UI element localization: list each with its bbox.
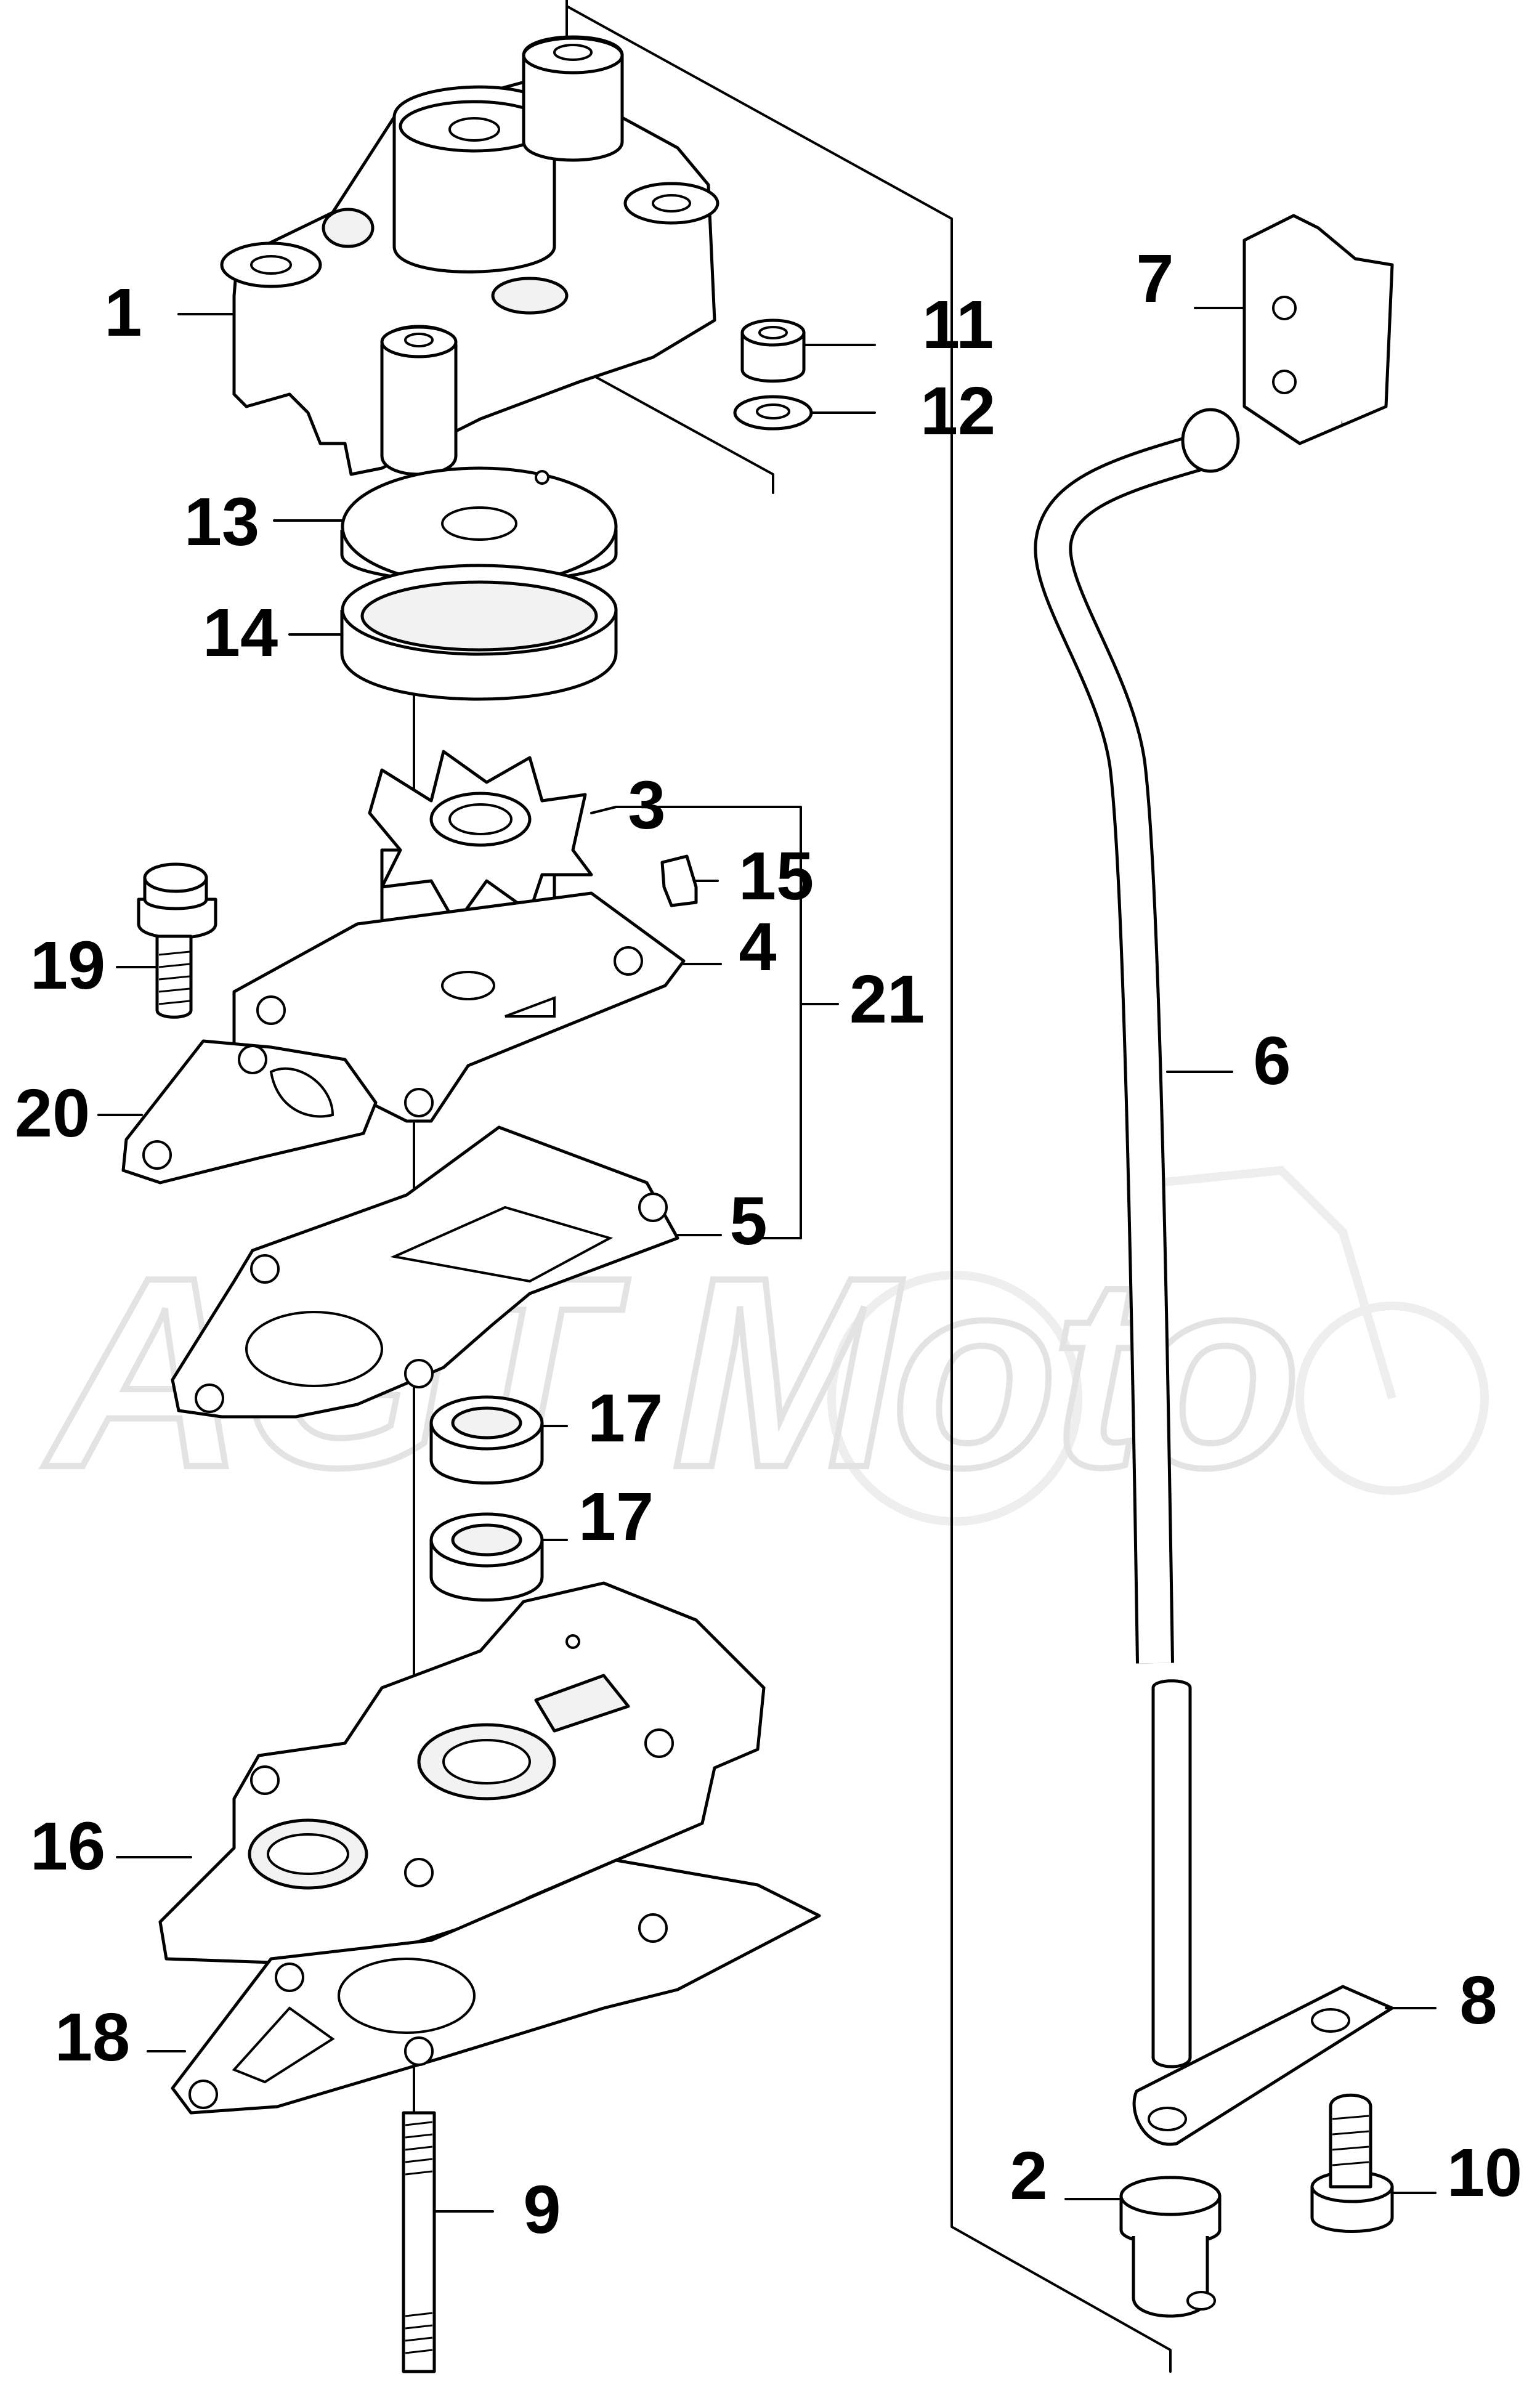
callout-17-upper: 17 [588,1380,663,1456]
part-12-washer [733,395,813,431]
callout-16: 16 [30,1809,105,1884]
callout-8: 8 [1459,1963,1497,2038]
callout-11: 11 [922,287,994,363]
callout-20: 20 [15,1076,90,1151]
part-17-seal-lower [429,1512,544,1602]
part-15-key [660,854,698,907]
callout-7: 7 [1136,241,1173,317]
callout-12: 12 [920,373,995,449]
part-2-grommet [1119,2176,1222,2318]
callout-4: 4 [739,909,776,985]
callout-14: 14 [203,595,278,671]
callout-17-lower: 17 [578,1479,654,1555]
part-13-liner-plate [340,466,618,587]
callout-5: 5 [729,1183,767,1259]
callout-10: 10 [1447,2135,1522,2211]
callout-3: 3 [628,768,665,843]
part-18-lower-gasket [171,1858,821,2115]
callout-15: 15 [739,838,814,914]
part-20-plate [121,1039,378,1185]
part-11-nut [740,318,806,383]
part-5-gasket [171,1125,679,1419]
callout-1: 1 [104,275,142,350]
callout-21: 21 [849,962,925,1037]
part-8-plate [1132,1985,1394,2146]
leader-3 [590,806,802,1239]
part-7-grommet [1242,214,1394,445]
leader-5 [676,1234,802,1239]
watermark-motorcycle-icon [827,1165,1489,1526]
part-17-seal-upper [429,1395,544,1485]
part-14-impeller-ring [340,564,618,701]
part-3-impeller [368,750,593,932]
callout-18: 18 [55,1999,130,2075]
part-9-stud [402,2111,436,2373]
callout-19: 19 [30,928,105,1003]
assembly-frame-line [565,0,1172,2373]
part-19-bolt [137,862,217,1019]
callout-13: 13 [184,484,259,560]
part-10-bolt [1310,2093,1394,2233]
callout-2: 2 [1010,2138,1047,2214]
part-1-pump-housing [220,35,719,476]
callout-9: 9 [523,2172,561,2248]
callout-6: 6 [1253,1023,1291,1099]
part-6-water-tube [1034,408,1240,2068]
